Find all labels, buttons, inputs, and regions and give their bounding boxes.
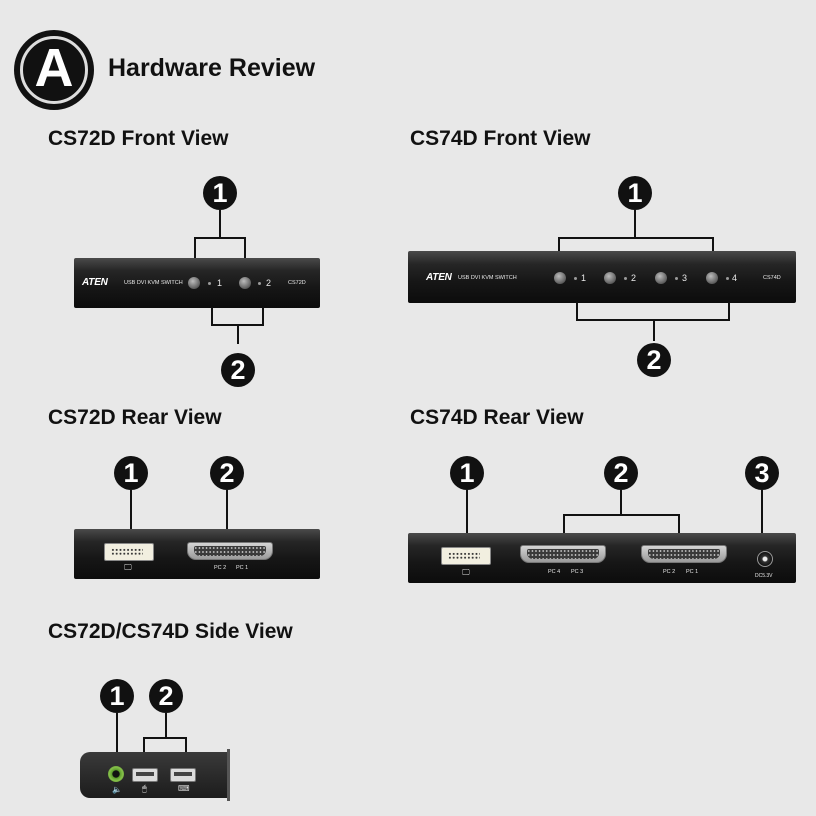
product-label: USB DVI KVM SWITCH — [124, 280, 183, 286]
rear-label-pc1: PC 1 — [236, 565, 249, 571]
model-label: CS74D — [763, 275, 781, 281]
rear-label-pc2: PC 2 — [663, 569, 676, 575]
port-number-1: 1 — [217, 278, 223, 288]
rear-label-pc3: PC 3 — [571, 569, 584, 575]
page-title: Hardware Review — [108, 54, 316, 82]
db-port-pc2 — [187, 542, 273, 560]
badge-letter: A — [34, 38, 74, 98]
monitor-icon: 🖵 — [462, 568, 470, 577]
callout-3: 3 — [745, 456, 779, 490]
rear-label-pc4: PC 4 — [548, 569, 561, 575]
port-select-button-2[interactable] — [604, 272, 616, 284]
callout-2: 2 — [210, 456, 244, 490]
mouse-icon: 🖱 — [142, 784, 147, 793]
port-number-1: 1 — [581, 273, 587, 283]
dvi-console-port — [441, 547, 491, 565]
title-cs72d-front: CS72D Front View — [48, 127, 229, 150]
rear-label-pc1: PC 1 — [686, 569, 699, 575]
cs74d-front-device: ATEN USB DVI KVM SWITCH 1 2 3 4 CS74D — [408, 251, 796, 303]
callout-2: 2 — [149, 679, 183, 713]
callout-2: 2 — [604, 456, 638, 490]
callout-1: 1 — [450, 456, 484, 490]
power-jack — [757, 551, 773, 567]
port-select-button-1[interactable] — [188, 277, 200, 289]
brand-logo: ATEN — [426, 272, 452, 283]
callout-2: 2 — [221, 353, 255, 387]
product-label: USB DVI KVM SWITCH — [458, 275, 517, 281]
title-cs72d-rear: CS72D Rear View — [48, 406, 222, 429]
port-select-button-4[interactable] — [706, 272, 718, 284]
dvi-console-port — [104, 543, 154, 561]
port-number-2: 2 — [631, 273, 637, 283]
cs74d-rear-device: 🖵 PC 4 PC 3 PC 2 PC 1 DC5.3V — [408, 533, 796, 583]
cs72d-front-device: ATEN USB DVI KVM SWITCH 1 2 CS72D — [74, 258, 320, 308]
section-badge-a: A — [14, 30, 94, 110]
port-number-2: 2 — [266, 278, 272, 288]
title-cs74d-front: CS74D Front View — [410, 127, 591, 150]
keyboard-icon: ⌨ — [178, 784, 190, 793]
callout-1: 1 — [203, 176, 237, 210]
usb-port-keyboard — [170, 768, 196, 782]
model-label: CS72D — [288, 280, 306, 286]
cs72d-rear-device: 🖵 PC 2 PC 1 — [74, 529, 320, 579]
dc-label: DC5.3V — [755, 573, 773, 579]
callout-1: 1 — [618, 176, 652, 210]
port-select-button-2[interactable] — [239, 277, 251, 289]
port-select-button-3[interactable] — [655, 272, 667, 284]
monitor-icon: 🖵 — [124, 563, 132, 572]
rear-label-pc2: PC 2 — [214, 565, 227, 571]
port-select-button-1[interactable] — [554, 272, 566, 284]
title-cs74d-rear: CS74D Rear View — [410, 406, 584, 429]
audio-jack — [108, 766, 124, 782]
side-view-device: 🔈 🖱 ⌨ — [80, 749, 230, 801]
brand-logo: ATEN — [82, 277, 108, 288]
port-number-3: 3 — [682, 273, 688, 283]
callout-1: 1 — [100, 679, 134, 713]
callout-1: 1 — [114, 456, 148, 490]
speaker-icon: 🔈 — [112, 785, 122, 794]
db-port-pc2-pc1 — [641, 545, 727, 563]
port-number-4: 4 — [732, 273, 738, 283]
usb-port-mouse — [132, 768, 158, 782]
db-port-pc4-pc3 — [520, 545, 606, 563]
title-side-view: CS72D/CS74D Side View — [48, 620, 293, 643]
callout-2: 2 — [637, 343, 671, 377]
